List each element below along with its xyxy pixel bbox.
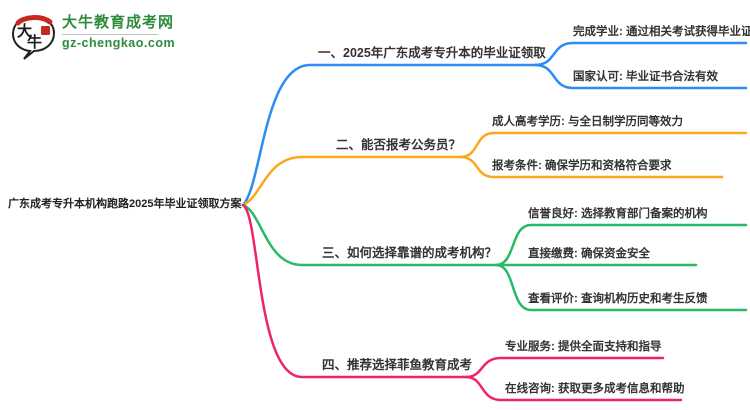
- branch-1-child-1-line: [533, 41, 748, 67]
- brand-name: 大牛教育成考网: [62, 14, 175, 31]
- brand-domain: gz-chengkao.com: [62, 36, 176, 50]
- branch-2-child-1-line: [458, 131, 748, 159]
- branch-2-child-1: 成人高考学历: 与全日制学历同等效力: [492, 115, 684, 128]
- branch-1-lines: [241, 41, 748, 207]
- branch-2-child-2: 报考条件: 确保学历和资格符合要求: [492, 159, 672, 172]
- branch-4-child-1: 专业服务: 提供全面支持和指导: [505, 340, 662, 353]
- branch-4-title: 四、推荐选择菲鱼教育成考: [322, 357, 473, 372]
- branch-3-child-1-line: [494, 223, 748, 267]
- branch-3-child-1: 信誉良好: 选择教育部门备案的机构: [528, 207, 708, 220]
- branch-2-trunk-line: [241, 155, 462, 207]
- branch-2-child-2-line: [458, 155, 724, 179]
- branch-4-child-2: 在线咨询: 获取更多成考信息和帮助: [505, 382, 685, 395]
- branch-2-lines: [241, 131, 748, 207]
- branch-1-child-2-line: [533, 63, 748, 90]
- branch-4-trunk-line: [241, 203, 468, 379]
- branch-3-lines: [241, 203, 748, 312]
- logo-bubble-icon: 大 牛: [10, 14, 56, 62]
- branch-3-child-3-line: [494, 263, 748, 312]
- branch-2-title: 二、能否报考公务员？: [336, 137, 462, 152]
- branch-4-child-1-line: [464, 356, 665, 379]
- brand-separator: [62, 34, 158, 35]
- branch-1-child-2: 国家认可: 毕业证书合法有效: [573, 70, 719, 83]
- svg-text:牛: 牛: [27, 33, 42, 51]
- branch-1-child-1: 完成学业: 通过相关考试获得毕业证: [573, 25, 750, 38]
- branch-3-child-3: 查看评价: 查询机构历史和考生反馈: [528, 292, 708, 305]
- branch-3-child-2: 直接缴费: 确保资金安全: [528, 247, 651, 260]
- branch-4-lines: [241, 203, 683, 402]
- branch-1-trunk-line: [241, 63, 537, 207]
- branch-3-trunk-line: [241, 203, 498, 267]
- central-topic: 广东成考专升本机构跑路2025年毕业证领取方案: [8, 198, 242, 210]
- logo-text-block: 大牛教育成考网 gz-chengkao.com: [62, 14, 175, 50]
- branch-3-title: 三、如何选择靠谱的成考机构？: [322, 245, 498, 260]
- branch-1-title: 一、2025年广东成考专升本的毕业证领取: [318, 45, 546, 60]
- site-logo: 大 牛 大牛教育成考网 gz-chengkao.com: [10, 14, 175, 62]
- svg-text:大: 大: [17, 22, 32, 40]
- branch-4-child-2-line: [464, 375, 683, 402]
